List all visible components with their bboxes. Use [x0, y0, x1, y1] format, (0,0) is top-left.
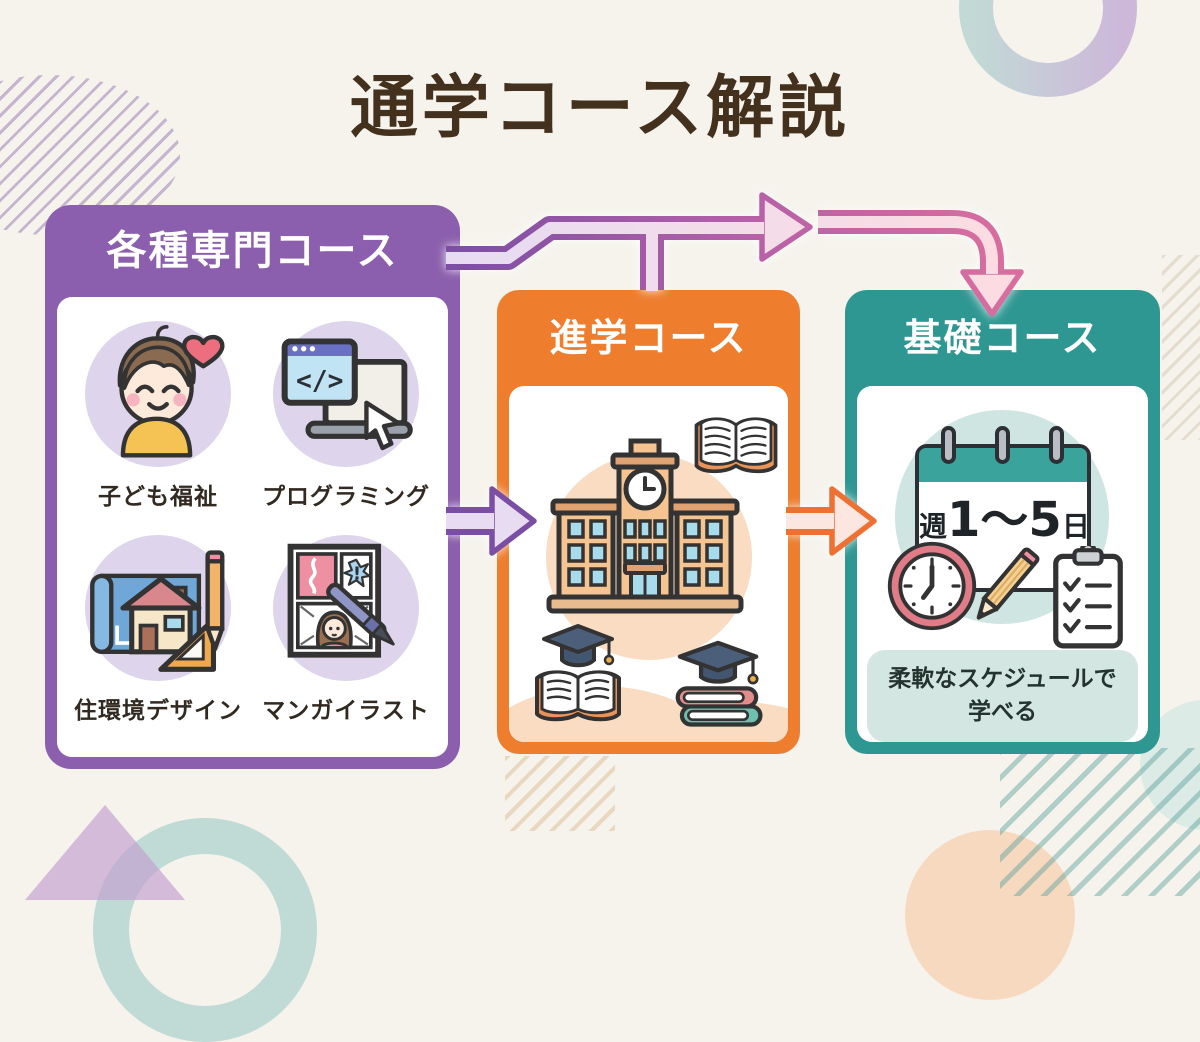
- manga-pen-icon: !: [273, 535, 419, 681]
- laptop-code-icon: </>: [273, 321, 419, 467]
- flexible-schedule-note: 柔軟なスケジュールで 学べる: [867, 650, 1138, 742]
- course-item-manga-illustration: ! マンガイラスト: [257, 535, 435, 725]
- house-blueprint-icon: [85, 535, 231, 681]
- course-item-programming: </> プログラミング: [257, 321, 435, 511]
- course-item-child-welfare: 子ども福祉: [69, 321, 247, 511]
- open-book-icon: [694, 417, 778, 474]
- specialized-courses-panel: 子ども福祉 </> プログラミング: [57, 297, 448, 757]
- calendar-day-range: 1〜5: [947, 492, 1062, 548]
- ring-decoration-bottom-left: [93, 818, 317, 1042]
- course-label: 住環境デザイン: [74, 698, 242, 724]
- svg-text:</>: </>: [296, 367, 343, 397]
- pencil-icon: [976, 547, 1040, 620]
- calendar-schedule-text: 週1〜5日: [919, 496, 1090, 544]
- note-line-2: 学べる: [968, 699, 1037, 725]
- triangle-decoration-bottom-left: [25, 805, 185, 900]
- hatch-pattern-bottom-center: [505, 756, 615, 831]
- course-item-housing-design: 住環境デザイン: [69, 535, 247, 725]
- course-label: 子ども福祉: [98, 484, 218, 510]
- specialized-courses-header: 各種専門コース: [106, 228, 399, 274]
- course-label: プログラミング: [262, 484, 430, 510]
- card-advancement-course: 進学コース: [497, 290, 800, 754]
- calendar-ring: [995, 426, 1010, 464]
- card-basic-course: 基礎コース 週1〜5日: [845, 290, 1160, 754]
- clock-icon: [887, 541, 977, 631]
- basic-course-panel: 週1〜5日 柔軟なスケジュー: [857, 386, 1148, 742]
- note-line-1: 柔軟なスケジュールで: [888, 665, 1117, 692]
- child-heart-icon: [85, 321, 231, 467]
- calendar-week-prefix: 週: [919, 510, 948, 543]
- clipboard-icon: [1053, 546, 1123, 649]
- advancement-course-header: 進学コース: [549, 316, 748, 360]
- hatch-pattern-bottom-right: [1000, 748, 1200, 896]
- advancement-course-panel: [509, 386, 788, 742]
- svg-text:!: !: [353, 565, 361, 585]
- school-building-icon: [546, 438, 744, 614]
- calendar-day-suffix: 日: [1061, 510, 1090, 543]
- course-label: マンガイラスト: [262, 698, 430, 724]
- basic-course-header: 基礎コース: [903, 316, 1102, 360]
- hatch-pattern-right-edge: [1162, 255, 1200, 440]
- page-title: 通学コース解説: [349, 69, 851, 148]
- calendar-ring: [1049, 426, 1064, 464]
- calendar-ring: [941, 426, 956, 464]
- arrow-specialized-to-courses: [446, 192, 813, 291]
- grad-cap-book-icon: [535, 624, 621, 722]
- peach-circle-bottom-right: [905, 830, 1075, 1000]
- card-specialized-courses: 各種専門コース 子ども福祉: [45, 205, 460, 769]
- books-grad-cap-icon: [675, 640, 763, 727]
